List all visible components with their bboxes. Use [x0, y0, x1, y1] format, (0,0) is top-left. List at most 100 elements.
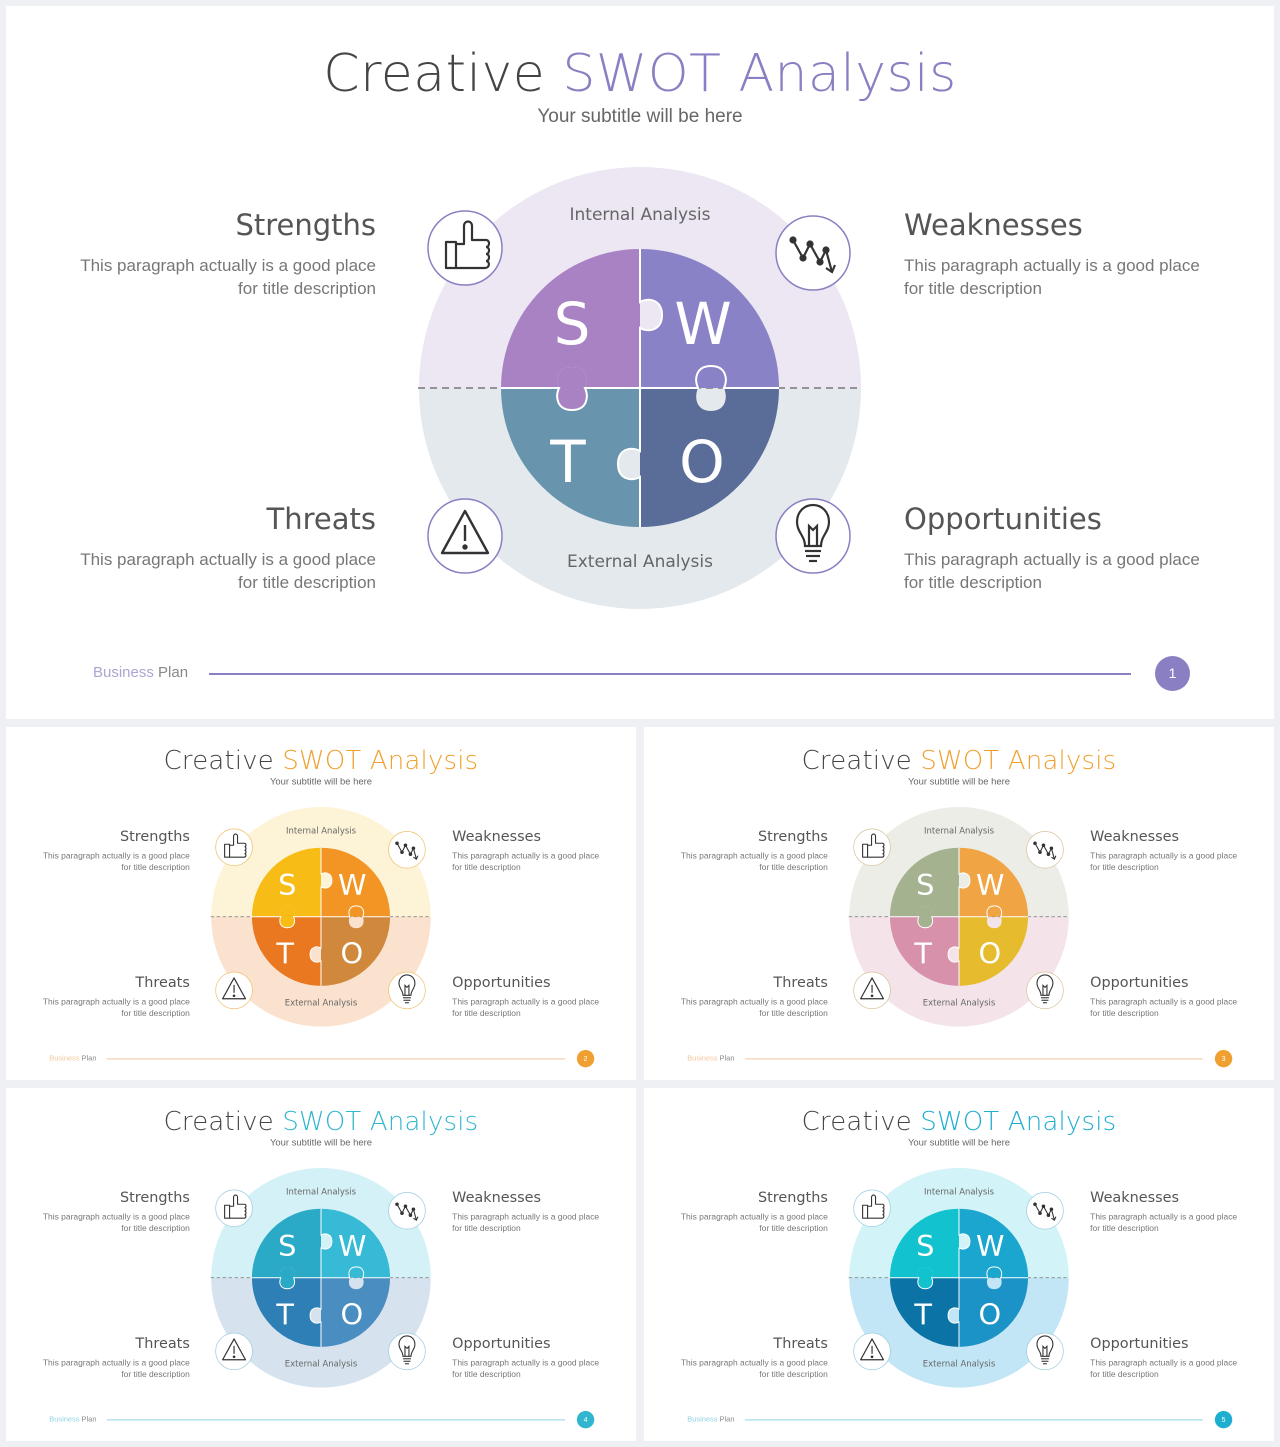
title-accent: SWOT Analysis — [920, 745, 1117, 776]
external-analysis-label: External Analysis — [285, 998, 357, 1008]
footer-brand-b: Plan — [719, 1053, 735, 1063]
weaknesses-title: Weaknesses — [452, 1188, 541, 1206]
puzzle-piece-s — [251, 1208, 321, 1278]
warning-icon — [427, 498, 503, 574]
slide-subtitle: Your subtitle will be here — [270, 1137, 372, 1149]
letter-t: T — [275, 1297, 294, 1331]
slide-5: Creative SWOT Analysis Your subtitle wil… — [644, 1088, 1274, 1441]
strengths-title: Strengths — [235, 208, 376, 242]
opportunities-title: Opportunities — [1090, 973, 1189, 991]
puzzle-piece-t — [501, 388, 640, 527]
letter-s: S — [916, 1229, 934, 1263]
title-main: Creative — [801, 745, 912, 776]
warning-icon — [853, 1332, 891, 1371]
opportunities-desc: This paragraph actually is a good place … — [1090, 997, 1238, 1019]
opportunities-title: Opportunities — [452, 1334, 551, 1352]
strengths-desc: This paragraph actually is a good place … — [680, 1212, 828, 1234]
footer-brand: Business Plan — [49, 1415, 96, 1423]
title-accent: SWOT Analysis — [920, 1106, 1117, 1137]
external-analysis-label: External Analysis — [923, 998, 995, 1008]
thumbs-up-icon — [215, 1189, 253, 1227]
letter-w: W — [674, 290, 731, 358]
title-accent: SWOT Analysis — [282, 745, 479, 776]
puzzle-piece-o — [321, 916, 391, 986]
trend-down-icon — [388, 1191, 426, 1230]
page-number-badge: 1 — [1155, 656, 1190, 691]
puzzle-piece-t — [889, 916, 959, 986]
page-number-badge: 2 — [576, 1049, 595, 1068]
footer-brand-a: Business — [49, 1414, 80, 1424]
weaknesses-desc: This paragraph actually is a good place … — [904, 256, 1200, 298]
slide-4: Creative SWOT Analysis Your subtitle wil… — [6, 1088, 636, 1441]
page-number-badge: 4 — [576, 1410, 595, 1429]
strengths-title: Strengths — [757, 827, 828, 845]
title-main: Creative — [163, 745, 274, 776]
title-main: Creative — [323, 44, 546, 104]
footer-brand: Business Plan — [687, 1054, 734, 1062]
strengths-title: Strengths — [119, 827, 190, 845]
puzzle-piece-t — [889, 1277, 959, 1347]
title-main: Creative — [801, 1106, 912, 1137]
strengths-desc: This paragraph actually is a good place … — [42, 1212, 190, 1234]
letter-w: W — [976, 868, 1004, 902]
internal-analysis-label: Internal Analysis — [570, 205, 711, 225]
swot-diagram: Internal Analysis External Analysis S W … — [418, 167, 862, 609]
letter-o: O — [978, 1297, 1001, 1331]
puzzle-piece-o — [640, 388, 779, 527]
threats-title: Threats — [773, 1334, 828, 1352]
slide-subtitle: Your subtitle will be here — [270, 776, 372, 788]
swot-diagram: Internal Analysis External Analysis S W … — [210, 1168, 432, 1388]
thumbs-up-icon — [215, 828, 253, 866]
trend-down-icon — [775, 215, 851, 291]
footer-brand-a: Business — [49, 1053, 80, 1063]
warning-icon — [215, 1332, 253, 1371]
weaknesses-desc: This paragraph actually is a good place … — [1090, 851, 1238, 873]
puzzle-piece-s — [889, 1208, 959, 1278]
slide-subtitle: Your subtitle will be here — [537, 106, 743, 127]
slide-2: Creative SWOT Analysis Your subtitle wil… — [6, 727, 636, 1080]
opportunities-title: Opportunities — [452, 973, 551, 991]
swot-diagram: Internal Analysis External Analysis S W … — [210, 807, 432, 1027]
letter-o: O — [340, 1297, 363, 1331]
footer-brand-b: Plan — [81, 1414, 97, 1424]
warning-icon — [215, 971, 253, 1010]
knob-s — [279, 1267, 295, 1289]
threats-title: Threats — [266, 502, 376, 536]
footer-line — [106, 1058, 565, 1060]
letter-w: W — [338, 868, 366, 902]
opportunities-desc: This paragraph actually is a good place … — [452, 997, 600, 1019]
weaknesses-title: Weaknesses — [452, 827, 541, 845]
slide-title: Creative SWOT Analysis — [6, 44, 1274, 104]
opportunities-desc: This paragraph actually is a good place … — [452, 1358, 600, 1380]
title-accent: SWOT Analysis — [282, 1106, 479, 1137]
footer-brand-b: Plan — [81, 1053, 97, 1063]
weaknesses-desc: This paragraph actually is a good place … — [1090, 1212, 1238, 1234]
strengths-title: Strengths — [757, 1188, 828, 1206]
letter-w: W — [338, 1229, 366, 1263]
lightbulb-icon — [775, 498, 851, 574]
knob-s — [917, 906, 933, 928]
threats-desc: This paragraph actually is a good place … — [42, 997, 190, 1019]
warning-icon — [853, 971, 891, 1010]
letter-w: W — [976, 1229, 1004, 1263]
puzzle-piece-w — [640, 249, 779, 388]
opportunities-desc: This paragraph actually is a good place … — [904, 550, 1200, 592]
letter-s: S — [916, 868, 934, 902]
threats-desc: This paragraph actually is a good place … — [680, 1358, 828, 1380]
title-main: Creative — [163, 1106, 274, 1137]
footer-line — [744, 1058, 1203, 1060]
slide-title: Creative SWOT Analysis — [644, 746, 1274, 776]
puzzle-piece-w — [959, 847, 1029, 917]
letter-t: T — [275, 936, 294, 970]
letter-t: T — [913, 1297, 932, 1331]
letter-o: O — [978, 936, 1001, 970]
lightbulb-icon — [388, 971, 426, 1010]
puzzle-piece-s — [501, 249, 640, 388]
puzzle-seams — [889, 847, 1029, 986]
footer-line — [209, 673, 1131, 675]
weaknesses-desc: This paragraph actually is a good place … — [452, 851, 600, 873]
swot-diagram: Internal Analysis External Analysis S W … — [848, 1168, 1070, 1388]
strengths-desc: This paragraph actually is a good place … — [680, 851, 828, 873]
swot-diagram: Internal Analysis External Analysis S W … — [848, 807, 1070, 1027]
footer-brand: Business Plan — [687, 1415, 734, 1423]
